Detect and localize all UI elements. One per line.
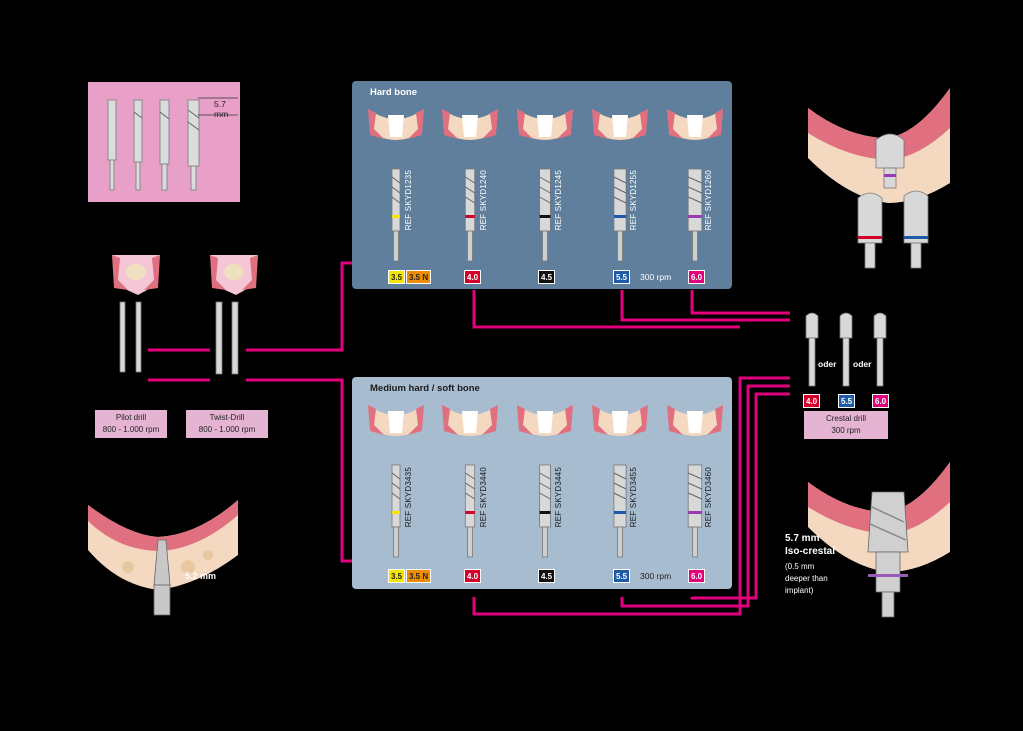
hard-bone-2	[442, 109, 498, 140]
soft-bone-4	[592, 405, 648, 436]
crestal-size-4-0: 4.0	[803, 394, 821, 408]
soft-bone-1	[368, 405, 424, 436]
soft-drill-2	[464, 464, 476, 558]
hard-ref-1: REF SKYD1235	[404, 170, 413, 231]
oder-label-2: oder	[853, 359, 872, 369]
twist-drill-name: Twist-Drill	[209, 413, 245, 422]
soft-size-3-5: 3.5	[388, 569, 406, 583]
soft-size-6-0: 6.0	[688, 569, 706, 583]
soft-drill-1	[391, 464, 401, 558]
drill-series-illustration	[107, 97, 238, 191]
depth-gauge-panel: 5.7 mm	[88, 82, 240, 202]
iso-line-3: (0.5 mm	[785, 562, 815, 571]
hard-size-5-5: 5.5	[613, 270, 631, 284]
crestal-drill-name: Crestal drill	[825, 414, 866, 423]
crestal-drills-illustration	[805, 312, 887, 387]
hard-drill-3	[539, 168, 551, 262]
hard-ref-3: REF SKYD1245	[554, 170, 563, 231]
hard-bone-title: Hard bone	[370, 87, 417, 98]
hard-size-3-5n: 3.5 N	[406, 270, 432, 284]
hard-ref-5: REF SKYD1260	[704, 170, 713, 231]
hard-bone-illustrations	[368, 109, 723, 262]
iso-line-5: implant)	[785, 586, 814, 595]
hard-drill-1	[391, 168, 401, 262]
hard-drill-4	[613, 168, 627, 262]
hard-size-4-5: 4.5	[538, 270, 556, 284]
soft-size-3-5n: 3.5 N	[406, 569, 432, 583]
soft-ref-3: REF SKYD3445	[554, 467, 563, 528]
soft-size-5-5: 5.5	[613, 569, 631, 583]
depth-label-bottom: 5.2 mm	[185, 571, 217, 581]
soft-ref-2: REF SKYD3440	[479, 467, 488, 528]
bone-depth-illustration	[88, 500, 238, 616]
oder-label-1: oder	[818, 359, 837, 369]
hard-bone-4	[592, 109, 648, 140]
soft-bone-title: Medium hard / soft bone	[370, 383, 480, 394]
hard-bone-1	[368, 109, 424, 140]
hard-bone-3	[517, 109, 573, 140]
hard-rpm: 300 rpm	[640, 272, 672, 282]
soft-ref-4: REF SKYD3455	[629, 467, 638, 528]
hard-ref-2: REF SKYD1240	[479, 170, 488, 231]
soft-size-4-0: 4.0	[464, 569, 482, 583]
soft-rpm: 300 rpm	[640, 571, 672, 581]
hard-bone-5	[667, 109, 723, 140]
iso-line-1: 5.7 mm	[785, 533, 820, 544]
soft-drill-3	[539, 464, 551, 558]
hard-drill-5	[687, 168, 703, 262]
depth-label-top: 5.7 mm	[214, 99, 229, 119]
soft-ref-5: REF SKYD3460	[704, 467, 713, 528]
twist-drill-label: Twist-Drill 800 - 1.000 rpm	[186, 410, 268, 438]
hard-drill-2	[464, 168, 476, 262]
soft-bone-5	[667, 405, 723, 436]
crestal-size-6-0: 6.0	[872, 394, 890, 408]
twist-drill-rpm: 800 - 1.000 rpm	[198, 425, 256, 434]
soft-ref-1: REF SKYD3435	[404, 467, 413, 528]
hard-size-4-0: 4.0	[464, 270, 482, 284]
iso-line-2: Iso-crestal	[785, 546, 836, 557]
crestal-drill-rpm: 300 rpm	[831, 426, 861, 435]
crestal-size-5-5: 5.5	[838, 394, 856, 408]
pilot-drill-rpm: 800 - 1.000 rpm	[102, 425, 160, 434]
soft-bone-3	[517, 405, 573, 436]
crestal-top-illustration	[808, 88, 950, 269]
pilot-drill-label: Pilot drill 800 - 1.000 rpm	[95, 410, 167, 438]
iso-crestal-illustration	[808, 462, 950, 618]
soft-drill-4	[613, 464, 627, 558]
soft-bone-2	[442, 405, 498, 436]
hard-size-6-0: 6.0	[688, 270, 706, 284]
pilot-twist-illustration	[112, 255, 258, 375]
soft-drill-5	[687, 464, 703, 558]
crestal-drill-label: Crestal drill 300 rpm	[804, 411, 888, 439]
hard-ref-4: REF SKYD1255	[629, 170, 638, 231]
pilot-drill-name: Pilot drill	[115, 413, 147, 422]
iso-line-4: deeper than	[785, 574, 828, 583]
soft-bone-illustrations	[368, 405, 723, 558]
hard-size-3-5: 3.5	[388, 270, 406, 284]
soft-size-4-5: 4.5	[538, 569, 556, 583]
